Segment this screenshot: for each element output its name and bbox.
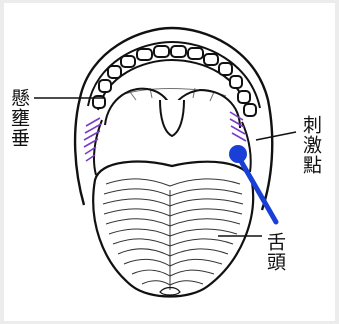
tongue-outline xyxy=(93,162,253,297)
probe-tip xyxy=(229,145,247,163)
stimulation-point-label: 刺激點 xyxy=(300,115,322,175)
right-tonsil-marks xyxy=(230,112,246,141)
tongue-label: 舌頭 xyxy=(264,232,286,272)
left-tonsil-marks xyxy=(84,118,101,161)
stimulation-leader-line xyxy=(256,132,296,140)
outer-mouth-left-side xyxy=(75,98,84,205)
uvula-label: 懸壅垂 xyxy=(8,88,30,148)
uvula xyxy=(160,100,184,136)
